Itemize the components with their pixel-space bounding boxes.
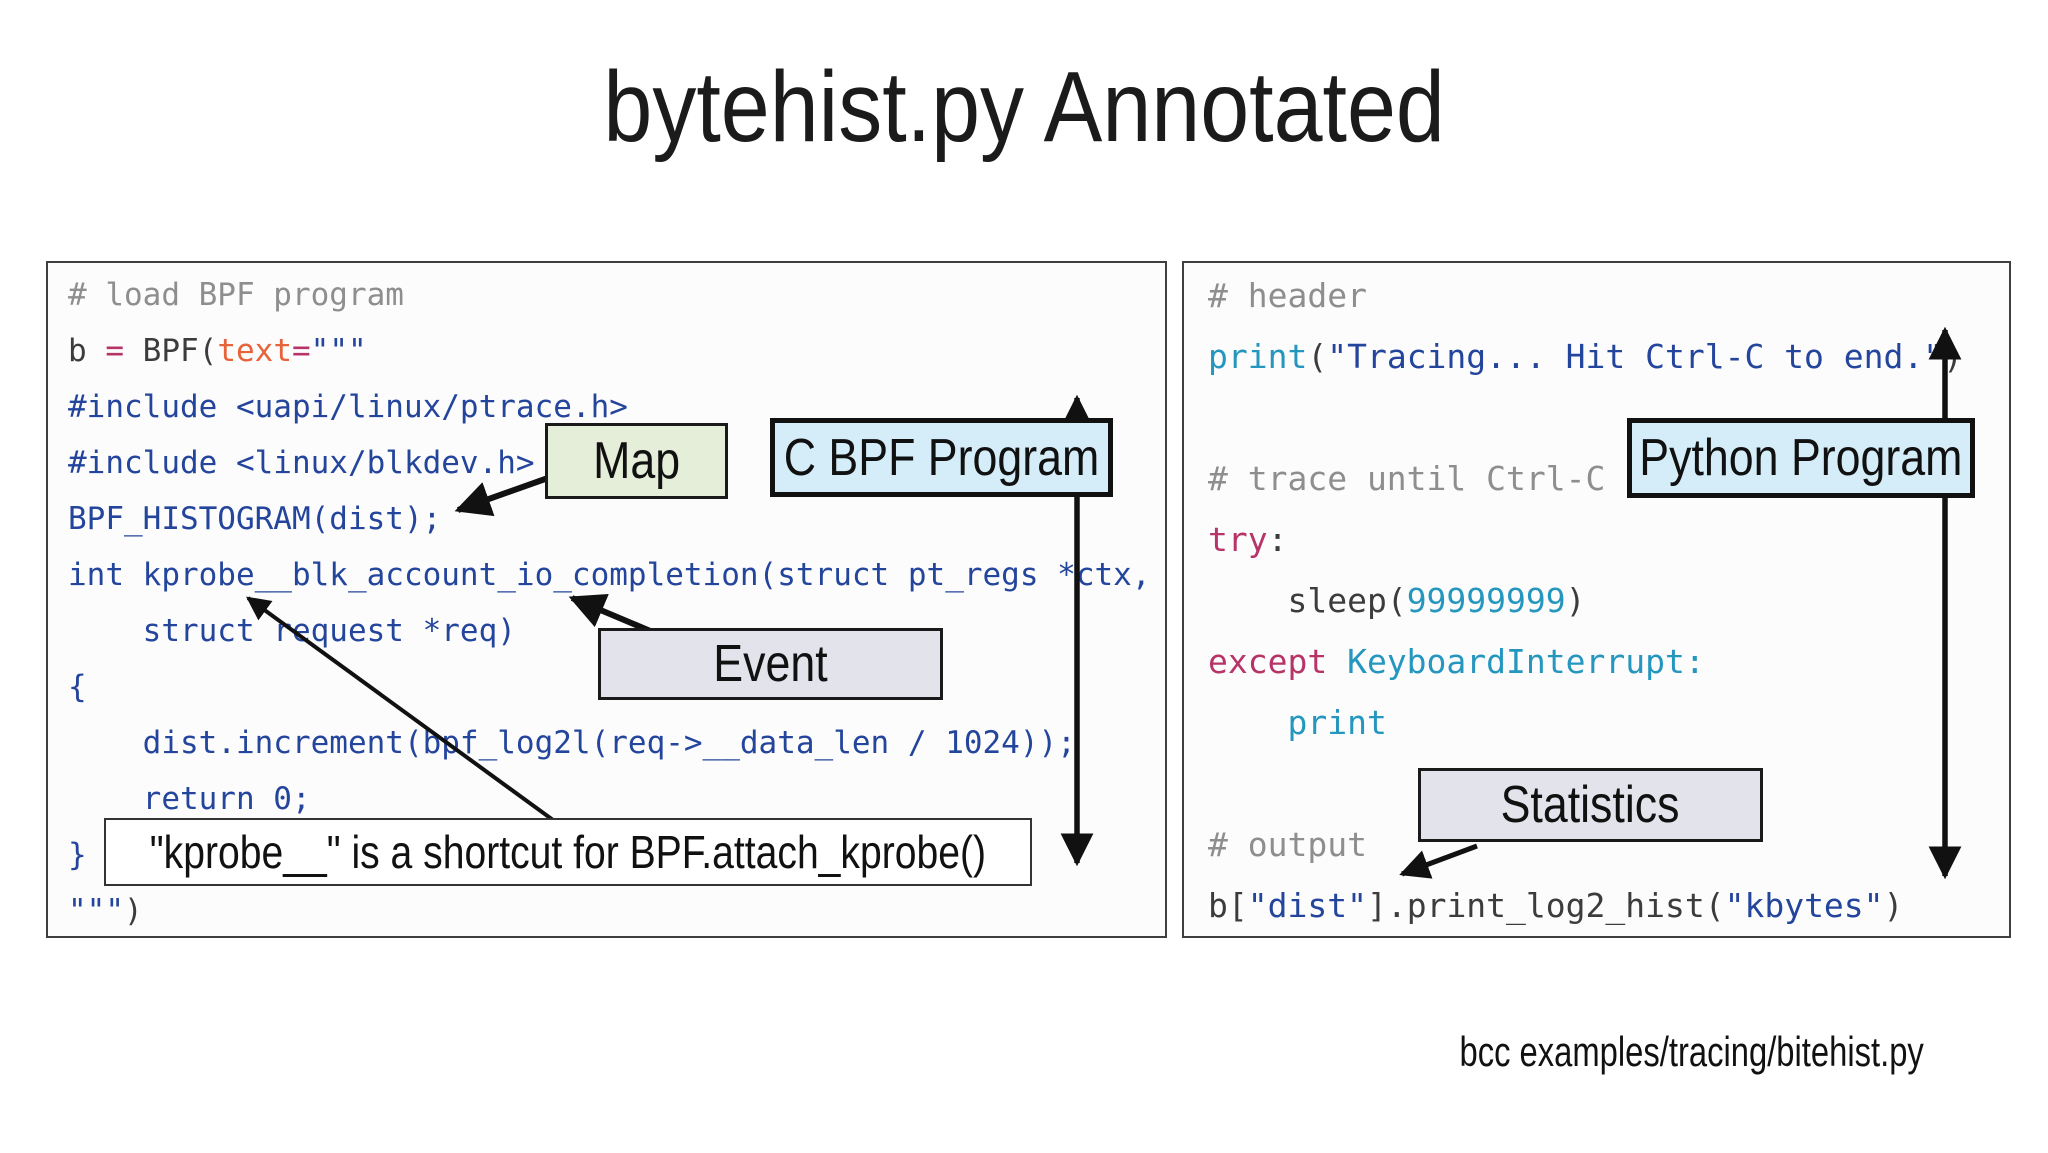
footer-path-text: bcc examples/tracing/bitehist.py — [1459, 1028, 1925, 1075]
code-line: b = BPF(text=""" — [68, 323, 1165, 379]
c-bpf-program-label-box: C BPF Program — [770, 418, 1113, 497]
statistics-label-box: Statistics — [1418, 768, 1763, 842]
c-bpf-program-label: C BPF Program — [783, 428, 1100, 487]
code-token: ) — [1565, 581, 1586, 620]
map-label-box: Map — [545, 423, 728, 499]
code-token: try — [1208, 520, 1268, 559]
code-line: b["dist"].print_log2_hist("kbytes") — [1208, 875, 2009, 936]
code-token: # load BPF program — [68, 277, 404, 313]
code-line: except KeyboardInterrupt: — [1208, 631, 2009, 692]
python-program-label: Python Program — [1639, 429, 1963, 487]
page-title-text: bytehist.py Annotated — [603, 51, 1445, 163]
code-line: int kprobe__blk_account_io_completion(st… — [68, 547, 1165, 603]
code-token: # output — [1208, 825, 1367, 864]
code-token: BPF_HISTOGRAM(dist); — [68, 501, 442, 537]
code-token: #include <uapi/linux/ptrace.h> — [68, 389, 628, 425]
code-token: "kbytes" — [1724, 886, 1884, 925]
code-token: #include <linux/blkdev.h> — [68, 445, 535, 481]
code-token: sleep( — [1208, 581, 1407, 620]
kprobe-note-text: "kprobe__" is a shortcut for BPF.attach_… — [149, 826, 987, 878]
code-token: ) — [1943, 337, 1963, 376]
code-line: print — [1208, 692, 2009, 753]
code-token: int kprobe__blk_account_io_completion(st… — [68, 557, 1151, 593]
code-token: ( — [1307, 337, 1328, 376]
code-token: KeyboardInterrupt: — [1347, 642, 1705, 681]
code-token: : — [1267, 520, 1288, 559]
kprobe-note-box: "kprobe__" is a shortcut for BPF.attach_… — [104, 818, 1032, 886]
code-line: # header — [1208, 265, 2009, 326]
code-line: try: — [1208, 509, 2009, 570]
code-token: } — [68, 837, 87, 873]
code-token: "dist" — [1247, 886, 1367, 925]
code-token: print — [1208, 337, 1308, 376]
code-line: { — [68, 659, 1165, 715]
code-line: # output — [1208, 814, 2009, 875]
code-token: print — [1208, 703, 1387, 742]
code-line: #include <linux/blkdev.h> — [68, 435, 1165, 491]
code-token: ) — [1883, 886, 1904, 925]
code-token: BPF( — [124, 333, 218, 369]
python-program-label-box: Python Program — [1627, 418, 1975, 498]
code-token: # trace until Ctrl-C — [1208, 459, 1606, 498]
code-line: #include <uapi/linux/ptrace.h> — [68, 379, 1165, 435]
code-token: b[ — [1208, 886, 1248, 925]
code-line: """) — [68, 883, 1165, 939]
code-token: b — [68, 333, 106, 369]
footer-path: bcc examples/tracing/bitehist.py — [1384, 1028, 2000, 1076]
code-token: dist.increment(bpf_log2l(req->__data_len… — [68, 725, 1076, 761]
code-token: struct request *req) — [68, 613, 516, 649]
code-token: = — [105, 333, 124, 369]
code-line: sleep(99999999) — [1208, 570, 2009, 631]
code-token: ) — [124, 893, 143, 929]
code-token: except — [1208, 642, 1348, 681]
code-token: """ — [310, 333, 367, 369]
code-token: # header — [1208, 276, 1367, 315]
event-label-box: Event — [598, 628, 943, 700]
code-token: return 0; — [68, 781, 311, 817]
code-line: # load BPF program — [68, 267, 1165, 323]
code-token: = — [291, 333, 311, 369]
code-line: } — [68, 827, 1165, 883]
statistics-label: Statistics — [1501, 776, 1680, 834]
code-line: print("Tracing... Hit Ctrl-C to end.") — [1208, 326, 2009, 387]
code-token: ].print_log2_hist( — [1366, 886, 1725, 925]
code-token: text — [217, 333, 292, 369]
code-token: { — [68, 669, 87, 705]
code-line: dist.increment(bpf_log2l(req->__data_len… — [68, 715, 1165, 771]
code-token: "Tracing... Hit Ctrl-C to end." — [1327, 337, 1944, 376]
map-label: Map — [593, 432, 680, 490]
event-label: Event — [713, 635, 828, 693]
code-line: # trace until Ctrl-C — [1208, 448, 2009, 509]
code-token: """ — [68, 893, 124, 929]
code-token: 99999999 — [1406, 581, 1566, 620]
page-title: bytehist.py Annotated — [0, 52, 2048, 162]
code-line: BPF_HISTOGRAM(dist); — [68, 491, 1165, 547]
